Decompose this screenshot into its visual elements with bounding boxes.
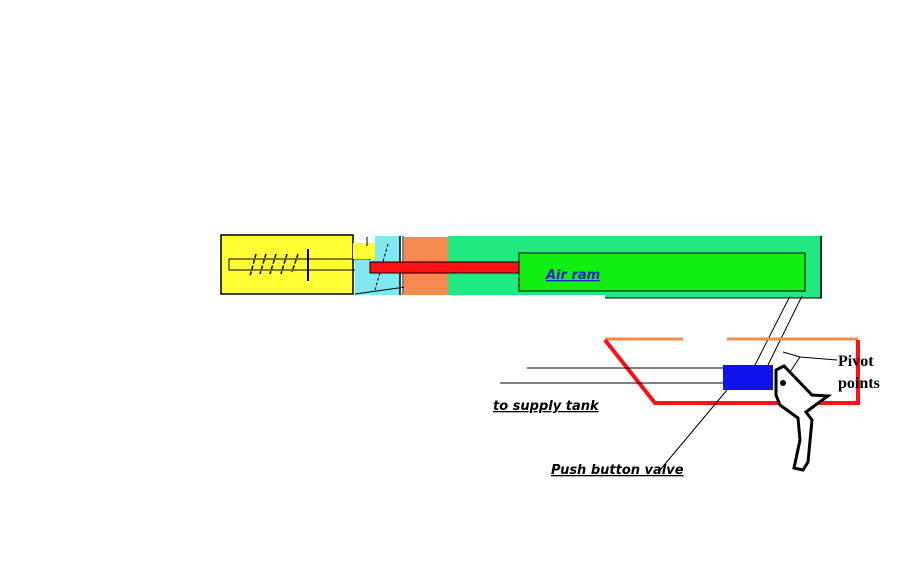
- pivot-points-label: points: [838, 375, 880, 392]
- piston-rod: [369, 261, 520, 274]
- air-ram-label: Air ram: [545, 268, 600, 283]
- spring-housing: [220, 234, 354, 295]
- push-button-valve: [723, 365, 773, 390]
- trigger: [774, 364, 833, 472]
- spring-coils: [249, 253, 299, 277]
- air-ram-piston: [518, 252, 806, 292]
- push-button-valve-label: Push button valve: [551, 463, 684, 478]
- supply-tank-label: to supply tank: [493, 399, 600, 414]
- pivot-points-label: Pivot: [838, 353, 874, 370]
- trigger-housing: [603, 338, 860, 405]
- pivot-point: [780, 380, 786, 386]
